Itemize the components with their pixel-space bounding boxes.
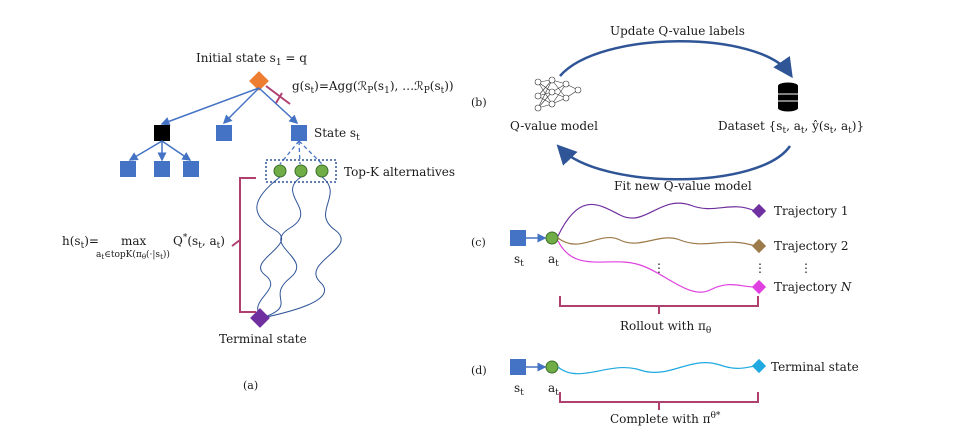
level1-node-mid bbox=[216, 125, 232, 141]
trajectory-1-path bbox=[557, 202, 756, 237]
caption-a: (a) bbox=[243, 379, 258, 392]
update-q-label: Update Q-value labels bbox=[610, 24, 745, 38]
panel-a: Initial state s1 = q g(st)=Agg(ℛP(s1), …… bbox=[62, 51, 455, 392]
c-action-circle bbox=[545, 231, 559, 245]
trajectory-n-label: Trajectory N bbox=[774, 280, 852, 294]
panel-d: (d) st at Terminal state Complete with π… bbox=[471, 358, 859, 426]
h-formula-left: h(st)= bbox=[62, 234, 99, 251]
edge-black-3 bbox=[161, 140, 192, 161]
level1-node-black bbox=[154, 125, 170, 141]
leaf-node-1 bbox=[120, 161, 136, 177]
topk-circle-1 bbox=[273, 164, 287, 178]
topk-box bbox=[265, 159, 337, 183]
leaf-node-3 bbox=[183, 161, 199, 177]
h-formula-q: Q*(st, at) bbox=[173, 233, 225, 251]
d-action-circle bbox=[545, 360, 559, 374]
rollout-wave-1 bbox=[256, 176, 283, 319]
g-bracket bbox=[265, 85, 291, 105]
rollout-wave-3 bbox=[261, 176, 342, 319]
tag-d: (d) bbox=[471, 364, 487, 377]
neural-network-icon bbox=[534, 76, 582, 112]
h-bracket bbox=[231, 177, 256, 313]
initial-state-label: Initial state s1 = q bbox=[196, 51, 307, 68]
q-value-model-label: Q-value model bbox=[510, 119, 598, 133]
fit-q-label: Fit new Q-value model bbox=[614, 179, 752, 193]
trajectory-2-path bbox=[557, 236, 756, 247]
arc-top-arrow bbox=[559, 40, 793, 79]
trajectory-1-diamond bbox=[751, 203, 767, 219]
dashed-edge-2 bbox=[298, 140, 301, 165]
vdots-mid: ⋮ bbox=[653, 261, 665, 275]
trajectory-n-diamond bbox=[751, 279, 767, 295]
d-st-label: st bbox=[514, 381, 524, 398]
terminal-state-label-a: Terminal state bbox=[219, 332, 307, 346]
tag-b: (b) bbox=[471, 96, 487, 109]
d-state-square bbox=[510, 359, 526, 375]
complete-label: Complete with πθ* bbox=[610, 411, 721, 426]
g-formula: g(st)=Agg(ℛP(s1), …ℛP(st)) bbox=[292, 79, 454, 96]
h-formula-max-sub: at∈topK(πθ(·|st)) bbox=[96, 249, 170, 261]
c-st-label: st bbox=[514, 252, 524, 269]
trajectory-2-diamond bbox=[751, 238, 767, 254]
topk-label: Top-K alternatives bbox=[344, 165, 455, 179]
edge-black-1 bbox=[128, 140, 163, 161]
topk-circle-3 bbox=[315, 164, 329, 178]
terminal-path-d bbox=[557, 362, 758, 375]
state-st-label: State st bbox=[314, 126, 360, 143]
h-formula-max: max bbox=[121, 234, 147, 248]
edge-root-mid bbox=[222, 87, 260, 125]
tag-c: (c) bbox=[471, 236, 486, 249]
topk-circle-2 bbox=[294, 164, 308, 178]
complete-bracket bbox=[559, 392, 759, 410]
edge-root-right bbox=[258, 87, 299, 125]
edge-root-left bbox=[160, 87, 260, 126]
panel-b: (b) Update Q-value labels Fit new Q-valu… bbox=[471, 24, 864, 193]
d-at-label: at bbox=[548, 381, 559, 398]
trajectory-1-label: Trajectory 1 bbox=[774, 204, 848, 218]
level1-node-state bbox=[291, 125, 307, 141]
leaf-node-2 bbox=[154, 161, 170, 177]
vdots-labels: ⋮ bbox=[800, 261, 812, 275]
trajectory-2-label: Trajectory 2 bbox=[774, 239, 848, 253]
c-state-square bbox=[510, 230, 526, 246]
panel-c: (c) st at Trajectory 1 Trajectory 2 Traj… bbox=[471, 202, 852, 336]
trajectory-n-path bbox=[557, 240, 756, 293]
terminal-state-label-d: Terminal state bbox=[771, 360, 859, 374]
arc-bottom-arrow bbox=[556, 144, 792, 181]
terminal-diamond-d bbox=[751, 358, 767, 374]
c-at-label: at bbox=[548, 252, 559, 269]
database-icon bbox=[778, 82, 798, 112]
vdots-diamonds: ⋮ bbox=[754, 261, 766, 275]
dashed-edge-3 bbox=[298, 140, 323, 165]
rollout-label: Rollout with πθ bbox=[620, 319, 711, 336]
root-node-diamond bbox=[249, 71, 269, 91]
rollout-wave-2 bbox=[261, 176, 302, 319]
dataset-label: Dataset {st, at, ŷ(st, at)} bbox=[718, 119, 864, 136]
rollout-bracket bbox=[559, 296, 759, 314]
terminal-diamond-a bbox=[250, 308, 270, 328]
